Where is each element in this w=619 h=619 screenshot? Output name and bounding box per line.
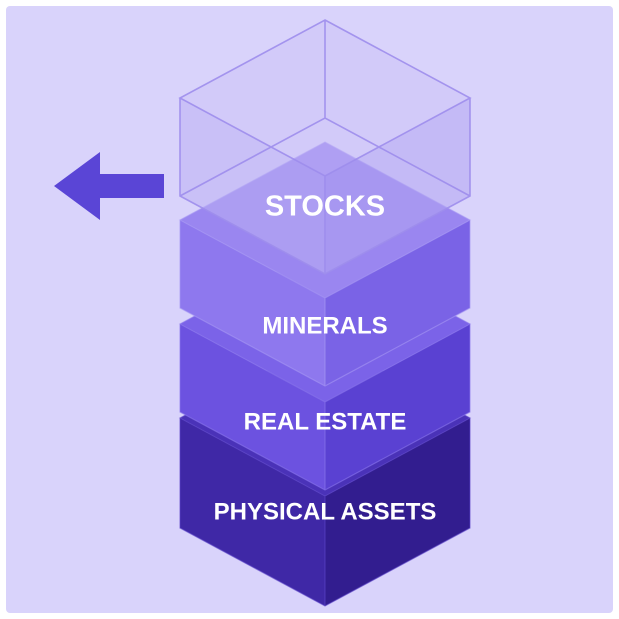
layer-physical-assets-right-face — [325, 418, 470, 606]
layer-minerals-left-face — [180, 220, 325, 386]
layer-real-estate-right-face — [325, 324, 470, 490]
layer-stocks-left-face — [180, 98, 325, 274]
layer-real-estate-label: REAL ESTATE — [244, 408, 407, 435]
layer-physical-assets-label: PHYSICAL ASSETS — [214, 498, 437, 525]
layer-stocks-label: STOCKS — [265, 191, 385, 223]
layer-stocks-right-face — [325, 98, 470, 274]
layer-minerals-right-face — [325, 220, 470, 386]
layer-stocks-edges — [178, 19, 472, 275]
layer-physical-assets-left-face — [180, 418, 325, 606]
arrow-left-icon — [54, 152, 164, 220]
layer-real-estate-left-face — [180, 324, 325, 490]
layer-minerals-label: MINERALS — [262, 312, 387, 339]
layer-stocks: STOCKS — [178, 19, 472, 275]
